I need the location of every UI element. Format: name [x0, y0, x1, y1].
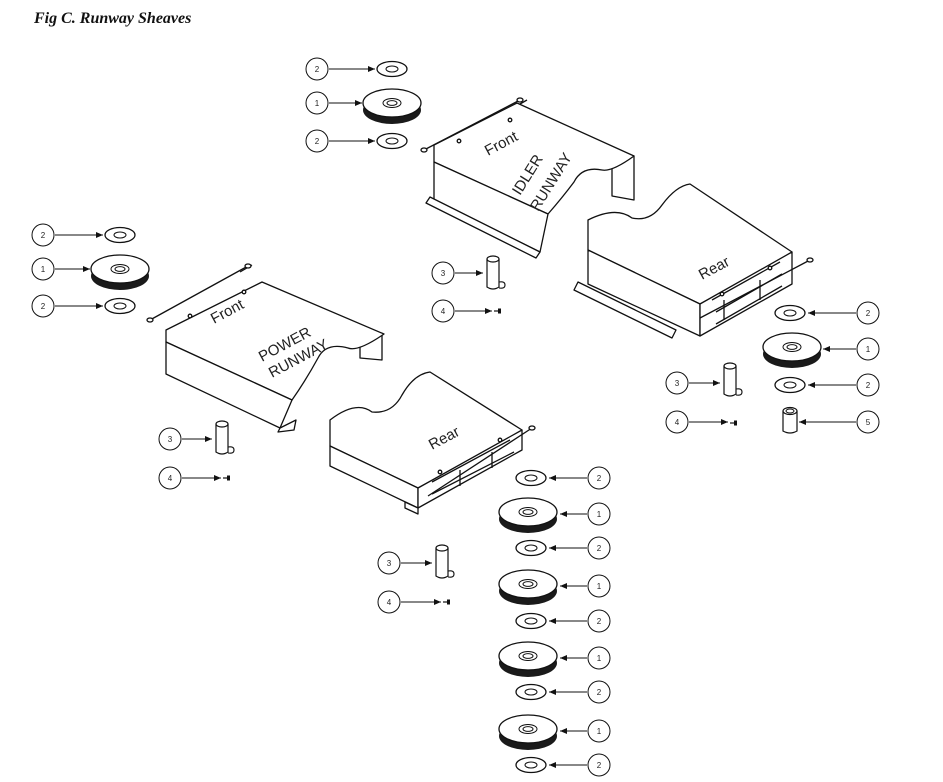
- svg-text:1: 1: [597, 727, 602, 736]
- svg-text:2: 2: [866, 309, 871, 318]
- callout-balloon: 1: [856, 337, 880, 361]
- idler-runway-front: [420, 97, 635, 259]
- callout-balloon: 2: [31, 223, 55, 247]
- svg-text:2: 2: [866, 381, 871, 390]
- svg-text:2: 2: [41, 231, 46, 240]
- callout-balloon: 3: [431, 261, 455, 285]
- svg-text:1: 1: [597, 510, 602, 519]
- callout-balloon: 5: [856, 410, 880, 434]
- svg-text:1: 1: [597, 654, 602, 663]
- svg-text:2: 2: [597, 761, 602, 770]
- svg-text:3: 3: [168, 435, 173, 444]
- power-rear-stack: 2 1 2 1 2 1 2 1 2: [498, 466, 611, 777]
- callout-balloon: 2: [856, 301, 880, 325]
- svg-text:2: 2: [315, 137, 320, 146]
- callout-balloon: 4: [665, 410, 689, 434]
- svg-text:2: 2: [41, 302, 46, 311]
- power-runway-rear: [329, 371, 536, 515]
- callout-balloon: 1: [31, 257, 55, 281]
- callout-balloon: 1: [305, 91, 329, 115]
- svg-text:4: 4: [387, 598, 392, 607]
- svg-text:2: 2: [597, 688, 602, 697]
- callout-balloon: 2: [305, 57, 329, 81]
- svg-text:1: 1: [866, 345, 871, 354]
- svg-text:2: 2: [597, 544, 602, 553]
- svg-text:4: 4: [441, 307, 446, 316]
- callout-balloon: 4: [377, 590, 401, 614]
- power-left-stack: 2 1 2: [31, 223, 150, 318]
- svg-text:4: 4: [168, 474, 173, 483]
- callout-balloon: 2: [305, 129, 329, 153]
- callout-balloon: 2: [856, 373, 880, 397]
- idler-top-stack: 2 1 2: [305, 57, 422, 153]
- callout-balloon: 4: [158, 466, 182, 490]
- svg-text:3: 3: [441, 269, 446, 278]
- power-mid-stack: 3 4: [158, 420, 235, 490]
- callout-balloon: 1: [587, 502, 611, 526]
- callout-balloon: 1: [587, 646, 611, 670]
- callout-balloon: 2: [587, 466, 611, 490]
- svg-text:1: 1: [41, 265, 46, 274]
- idler-rear-stack: 2 1 2 3 4 5: [665, 301, 880, 434]
- callout-balloon: 2: [587, 609, 611, 633]
- idler-runway-rear: [573, 183, 814, 339]
- power-runway-front: [146, 263, 385, 433]
- power-rear-pin-stack: 3 4: [377, 544, 455, 614]
- svg-text:2: 2: [597, 474, 602, 483]
- callout-balloon: 2: [587, 536, 611, 560]
- svg-text:5: 5: [866, 418, 871, 427]
- idler-mid-stack: 3 4: [431, 255, 506, 323]
- svg-text:2: 2: [315, 65, 320, 74]
- callout-balloon: 2: [587, 753, 611, 777]
- callout-balloon: 4: [431, 299, 455, 323]
- svg-text:1: 1: [597, 582, 602, 591]
- callout-balloon: 3: [377, 551, 401, 575]
- svg-text:1: 1: [315, 99, 320, 108]
- figure-title: Fig C. Runway Sheaves: [34, 10, 192, 27]
- callout-balloon: 2: [587, 680, 611, 704]
- callout-balloon: 1: [587, 719, 611, 743]
- svg-text:3: 3: [387, 559, 392, 568]
- callout-balloon: 1: [587, 574, 611, 598]
- svg-text:3: 3: [675, 379, 680, 388]
- svg-text:2: 2: [597, 617, 602, 626]
- callout-balloon: 3: [158, 427, 182, 451]
- callout-balloon: 2: [31, 294, 55, 318]
- callout-balloon: 3: [665, 371, 689, 395]
- svg-text:4: 4: [675, 418, 680, 427]
